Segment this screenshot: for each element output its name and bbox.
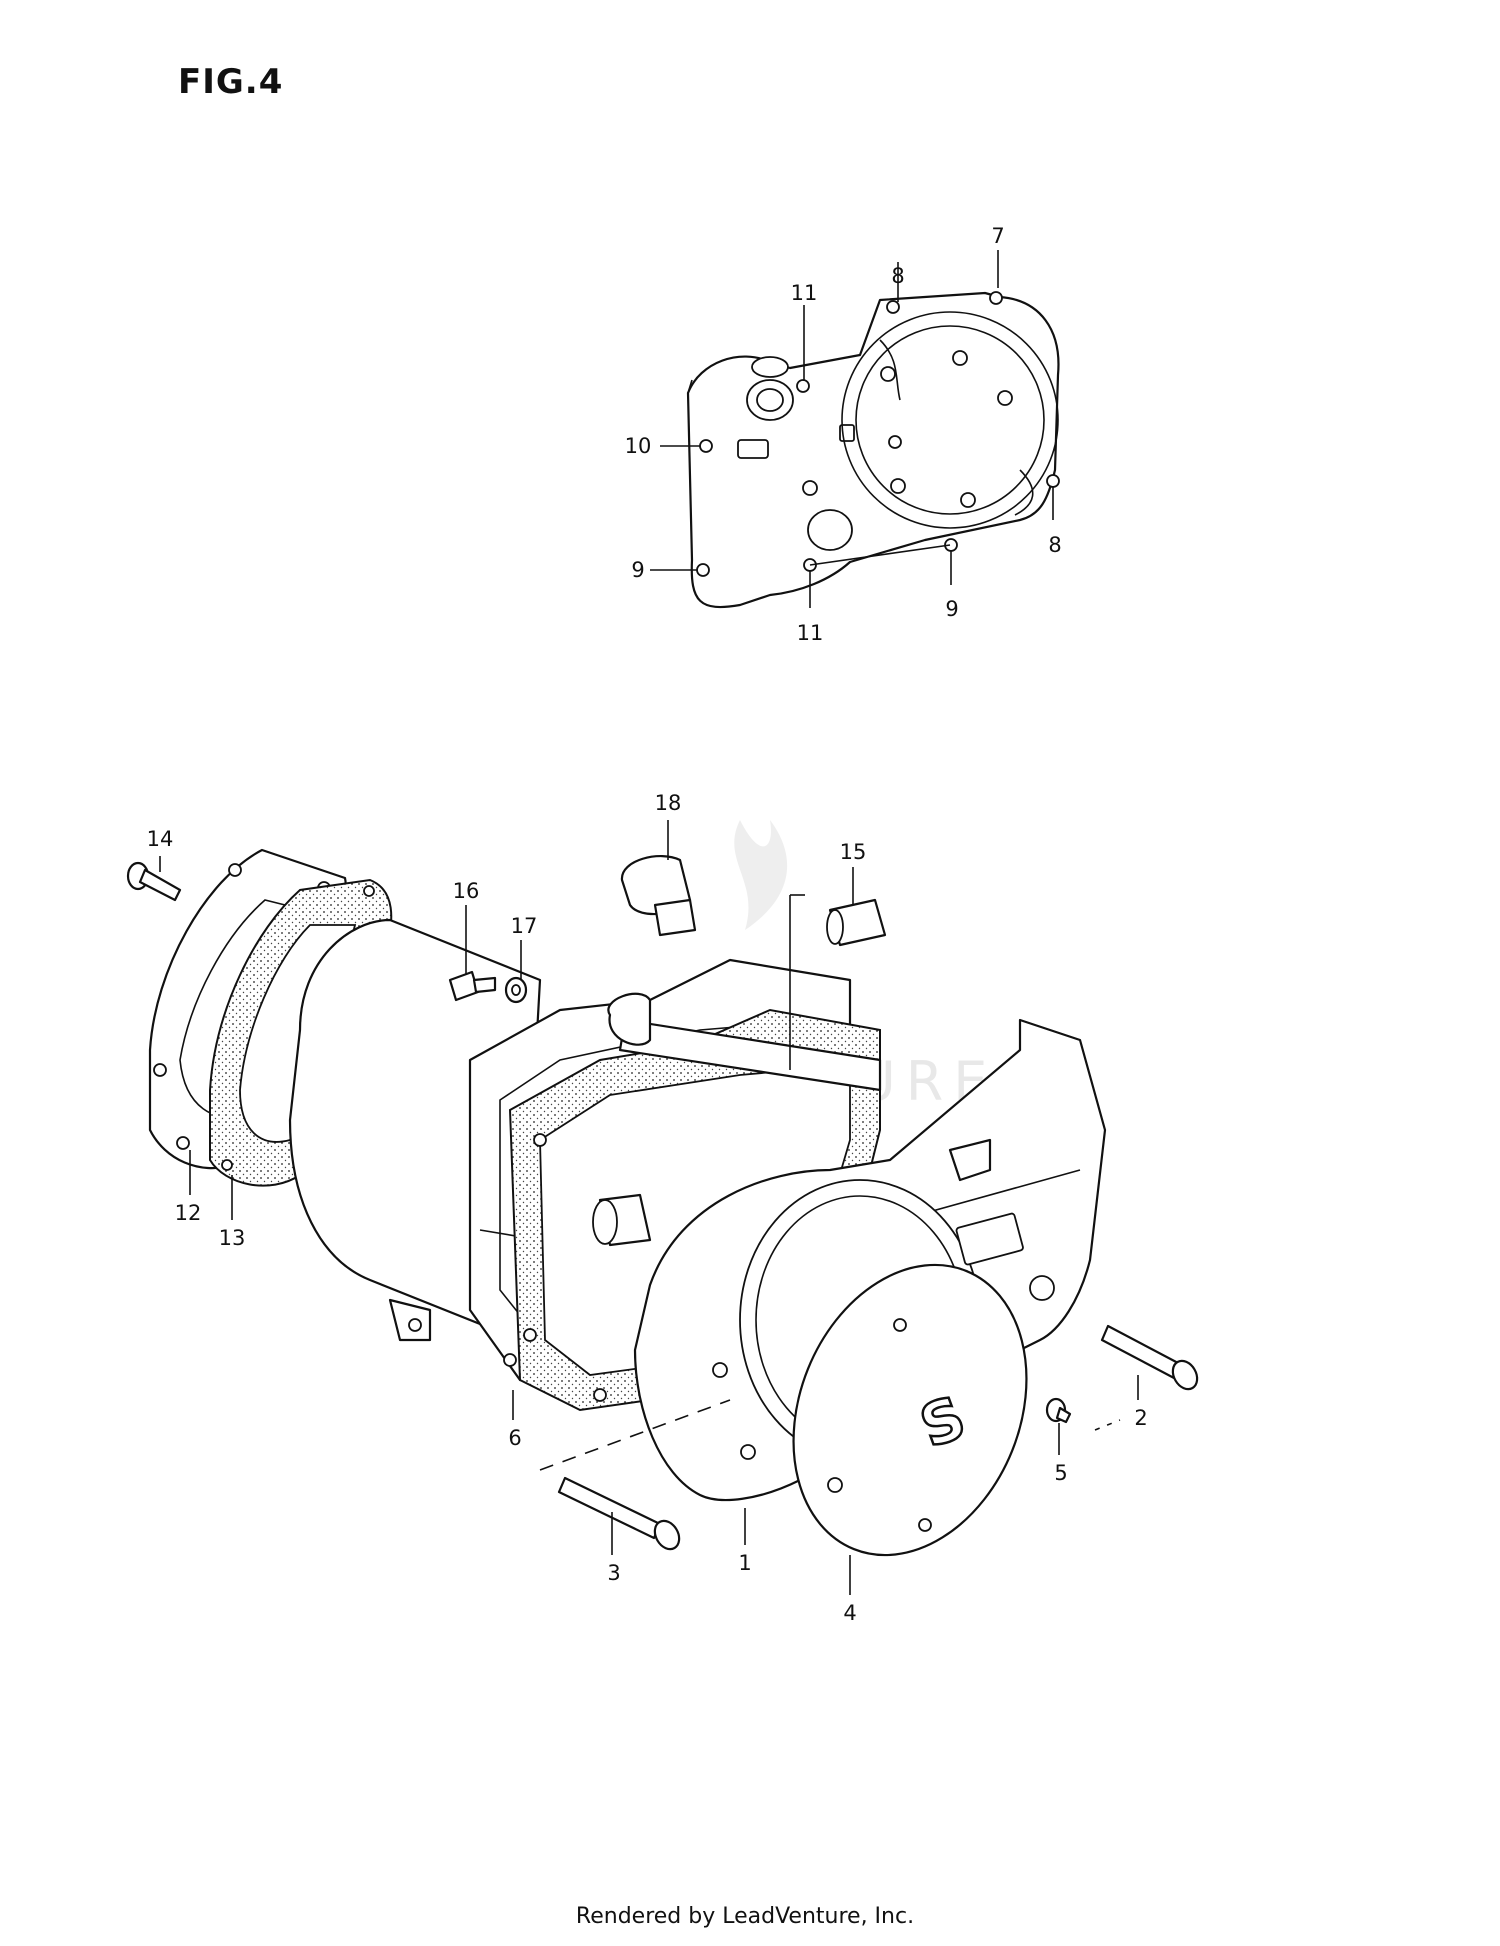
callout-14: 14	[147, 827, 174, 851]
alignment-lines	[539, 1399, 1121, 1471]
shaft	[592, 1193, 652, 1247]
part-17-washer	[504, 976, 528, 1004]
part-14-screw	[126, 861, 182, 902]
callout-11-top: 11	[791, 281, 818, 305]
part-2-screw	[1100, 1324, 1199, 1391]
part-16-bolt	[448, 970, 497, 1002]
callout-11-bottom: 11	[797, 621, 824, 645]
bottom-leaders	[159, 820, 1139, 1595]
callout-2: 2	[1134, 1406, 1147, 1430]
callout-6: 6	[508, 1426, 521, 1450]
footer-credit: Rendered by LeadVenture, Inc.	[575, 1904, 915, 1929]
part-5-screw	[1045, 1397, 1072, 1424]
callout-18: 18	[655, 791, 682, 815]
part-18-oil-cap	[620, 855, 697, 937]
callout-13: 13	[219, 1226, 246, 1250]
callout-15: 15	[840, 840, 867, 864]
callout-1: 1	[738, 1551, 751, 1575]
callout-3: 3	[607, 1561, 620, 1585]
crankcase-gasket-outline	[686, 291, 1060, 609]
oil-hose	[607, 894, 882, 1092]
callout-9-bottom: 9	[945, 597, 958, 621]
callout-16: 16	[453, 879, 480, 903]
callout-5: 5	[1054, 1461, 1067, 1485]
callout-10: 10	[625, 434, 652, 458]
figure-title: FIG.4	[178, 62, 284, 102]
top-leaders	[650, 250, 1054, 608]
part-3-screw	[557, 1476, 681, 1551]
callout-4: 4	[843, 1601, 856, 1625]
callout-7: 7	[991, 224, 1004, 248]
callout-12: 12	[175, 1201, 202, 1225]
callout-9-left: 9	[631, 558, 644, 582]
callout-8-right: 8	[1048, 533, 1061, 557]
part-15-dowel	[826, 898, 887, 947]
footer-credit-row: Rendered by LeadVenture, Inc.	[0, 1904, 1500, 1929]
part-4-round-cover: S	[792, 1263, 1028, 1557]
callout-17: 17	[511, 914, 538, 938]
callout-8-top: 8	[891, 264, 904, 288]
